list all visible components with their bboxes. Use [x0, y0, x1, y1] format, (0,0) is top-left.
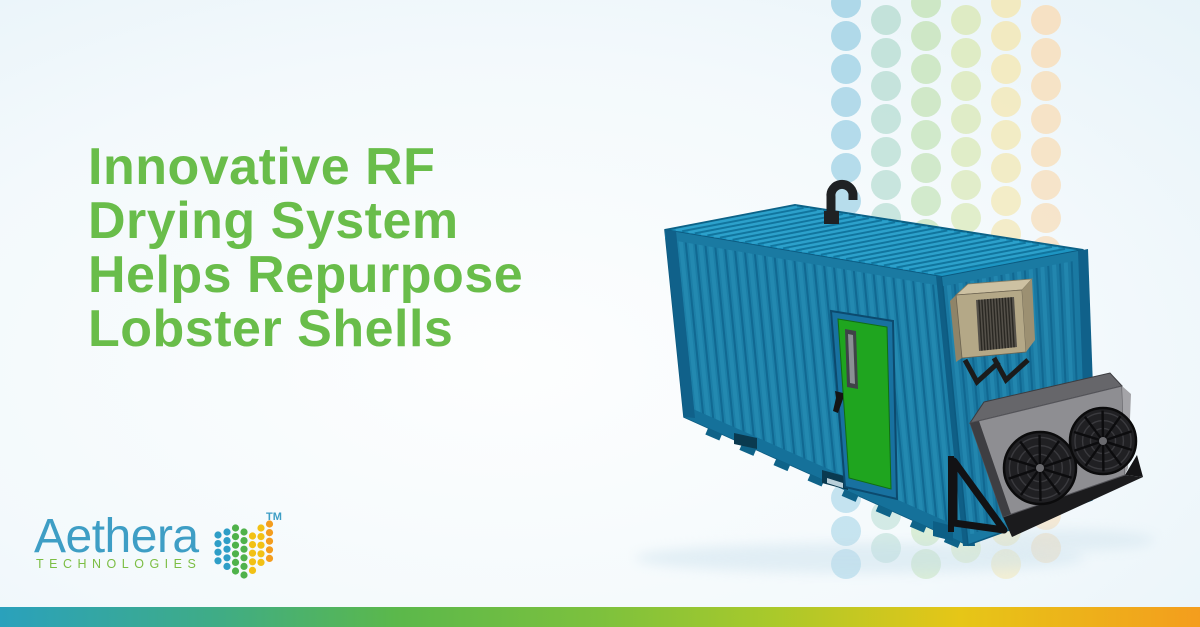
container-door [829, 309, 899, 501]
mounting-frame [933, 455, 1143, 541]
headline-line: Lobster Shells [88, 300, 454, 358]
heat-exchanger-grille [976, 297, 1017, 351]
headline-line: Helps Repurpose [88, 246, 524, 304]
bottom-rail [705, 428, 961, 548]
forklift-pocket [734, 433, 757, 449]
logo-brand-text: Aethera [34, 510, 199, 563]
condenser-unit [933, 372, 1143, 541]
ground-shadow [635, 543, 1085, 573]
heat-exchanger-bracket [962, 358, 1001, 386]
headline-line: Innovative RF [88, 138, 436, 196]
aethera-logo: Aethera TM TECHNOLOGIES [32, 505, 302, 585]
condenser-fan [1068, 406, 1138, 476]
container-side-wall [664, 229, 975, 548]
container-roof [664, 203, 1084, 279]
roof-vent-pipe [824, 179, 858, 224]
condenser-fan [1002, 430, 1078, 506]
trademark-symbol: TM [266, 511, 282, 523]
heat-exchanger-bracket [991, 356, 1030, 384]
door-handle [833, 391, 843, 413]
headline: Innovative RF Drying System Helps Repurp… [88, 140, 523, 356]
bottom-gradient-bar [0, 607, 1200, 627]
headline-line: Drying System [88, 192, 459, 250]
aethera-dot-mark-icon [214, 520, 274, 579]
heat-exchanger-unit [950, 278, 1035, 386]
logo-subtitle-text: TECHNOLOGIES [36, 557, 202, 571]
